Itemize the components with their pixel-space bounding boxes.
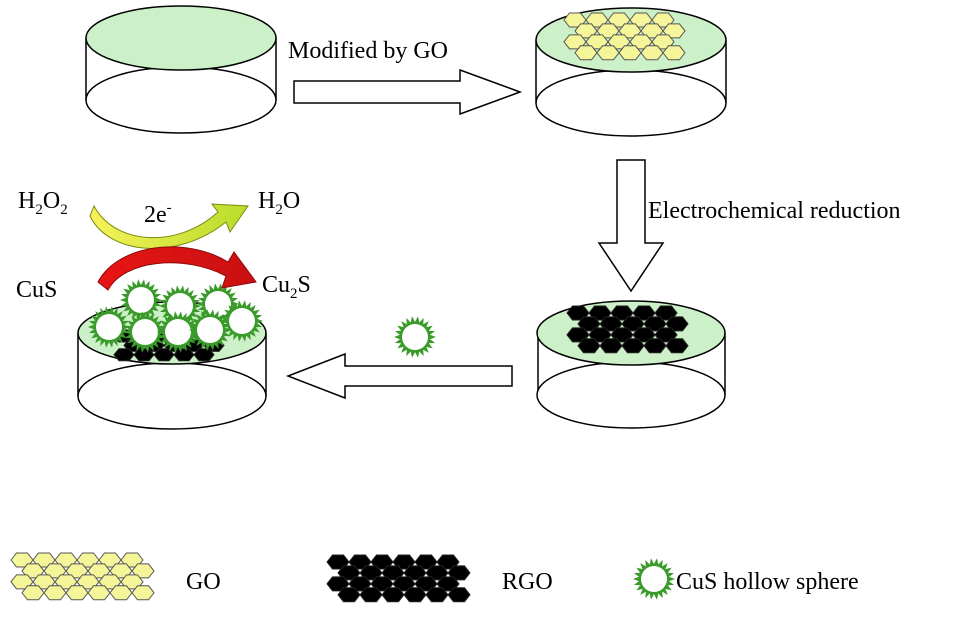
red-arrow-icon: [97, 246, 257, 291]
label-electrons: 2e-: [144, 200, 172, 228]
hexagon-cell: [640, 45, 664, 61]
arrow-down: [597, 159, 665, 293]
yellow-arrow-icon: [89, 203, 249, 249]
hexagon-cell: [425, 587, 449, 603]
legend-rgo-swatch: [326, 554, 471, 603]
legend: GO RGO CuS hollow sphere: [10, 552, 859, 603]
hexagon-cell: [447, 587, 471, 603]
arrow-left: [285, 352, 513, 400]
electrode-bare: [85, 5, 277, 134]
label-modified-by-go: Modified by GO: [288, 38, 448, 64]
hexagon-cell: [596, 45, 620, 61]
sphere-hollow: [205, 291, 231, 317]
sphere-hollow: [641, 566, 667, 592]
hexagon-cell: [173, 348, 195, 362]
hexagon-cell: [21, 585, 45, 601]
hexagon-cell: [621, 338, 645, 354]
cus-sphere-cluster: [88, 279, 263, 353]
hexagon-cell: [131, 585, 155, 601]
sphere-hollow: [197, 317, 223, 343]
hexagon-cell: [43, 585, 67, 601]
label-h2o2: H2O2: [18, 188, 68, 218]
hexagon-cell: [153, 348, 175, 362]
legend-go-swatch: [10, 552, 155, 601]
legend-rgo-label: RGO: [502, 569, 553, 595]
hexagon-cell: [574, 45, 598, 61]
hexagon-cell: [403, 587, 427, 603]
sphere-hollow: [132, 319, 158, 345]
rgo-sheet-on-electrode: [566, 305, 689, 354]
sphere-hollow: [96, 314, 122, 340]
cus-sphere-reagent: [394, 316, 436, 358]
hexagon-cell: [665, 338, 689, 354]
hexagon-cell: [618, 45, 642, 61]
sphere-hollow: [128, 287, 154, 313]
legend-go-label: GO: [186, 569, 221, 595]
sphere-hollow: [165, 319, 191, 345]
label-cus: CuS: [16, 277, 57, 303]
legend-cus-label: CuS hollow sphere: [676, 569, 859, 595]
label-cu2s: Cu2S: [262, 272, 311, 302]
electrode-go: [535, 7, 727, 137]
go-sheet-on-electrode: [563, 12, 686, 61]
hexagon-cell: [337, 587, 361, 603]
sphere-hollow: [167, 293, 193, 319]
hexagon-cell: [65, 585, 89, 601]
arrow-right: [293, 68, 523, 116]
legend-cus-sphere-icon: [633, 558, 675, 600]
hexagon-cell: [381, 587, 405, 603]
hexagon-cell: [109, 585, 133, 601]
label-electrochemical-reduction: Electrochemical reduction: [648, 198, 901, 224]
sphere-hollow: [402, 324, 428, 350]
electrode-rgo: [536, 300, 726, 429]
hexagon-cell: [643, 338, 667, 354]
label-h2o: H2O: [258, 188, 300, 218]
hexagon-cell: [133, 348, 155, 362]
hexagon-cell: [662, 45, 686, 61]
sphere-hollow: [229, 308, 255, 334]
hexagon-cell: [193, 348, 215, 362]
hexagon-cell: [87, 585, 111, 601]
hexagon-cell: [359, 587, 383, 603]
hexagon-cell: [113, 348, 135, 362]
hexagon-cell: [599, 338, 623, 354]
electrode-cus-rgo: [77, 279, 267, 430]
hexagon-cell: [577, 338, 601, 354]
